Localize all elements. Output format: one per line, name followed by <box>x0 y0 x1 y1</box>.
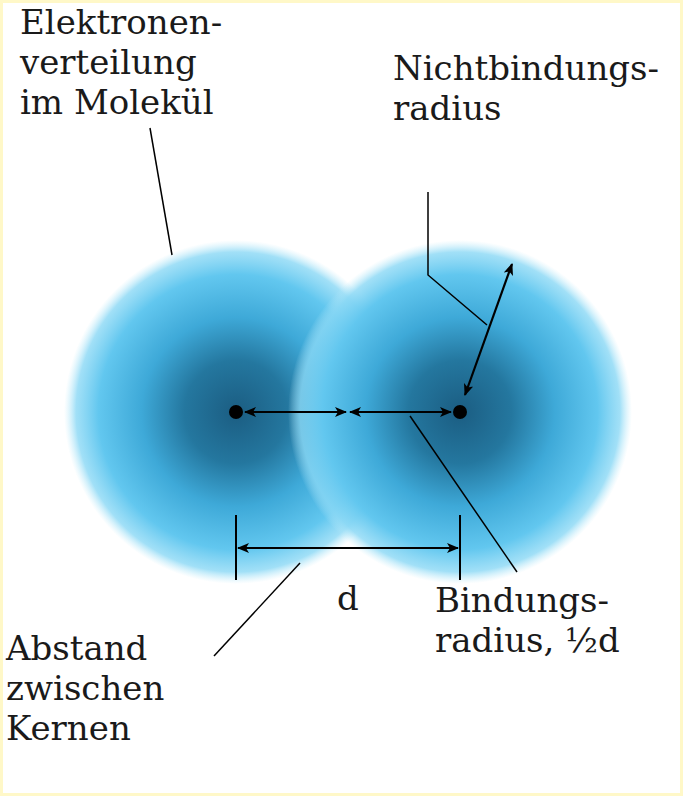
dimension-label: d <box>337 578 359 618</box>
dimension-tick <box>459 515 461 580</box>
nucleus <box>453 405 467 419</box>
radius-arrow <box>465 264 512 395</box>
leader-line <box>428 192 487 325</box>
dimension-tick <box>235 515 237 580</box>
label-text: Bindungs- radius, ½d <box>435 580 623 660</box>
label-text: Elektronen- verteilung im Molekül <box>20 2 216 122</box>
label-text: Nichtbindungs- radius <box>393 48 415 128</box>
nucleus <box>229 405 243 419</box>
label-text: Abstand zwischen Kernen <box>6 628 28 748</box>
radius-arrow <box>245 411 346 413</box>
dimension-arrow <box>238 547 458 549</box>
leader-line <box>214 563 300 656</box>
leader-line <box>410 416 517 572</box>
leader-line <box>150 128 172 255</box>
radius-arrow <box>350 411 451 413</box>
